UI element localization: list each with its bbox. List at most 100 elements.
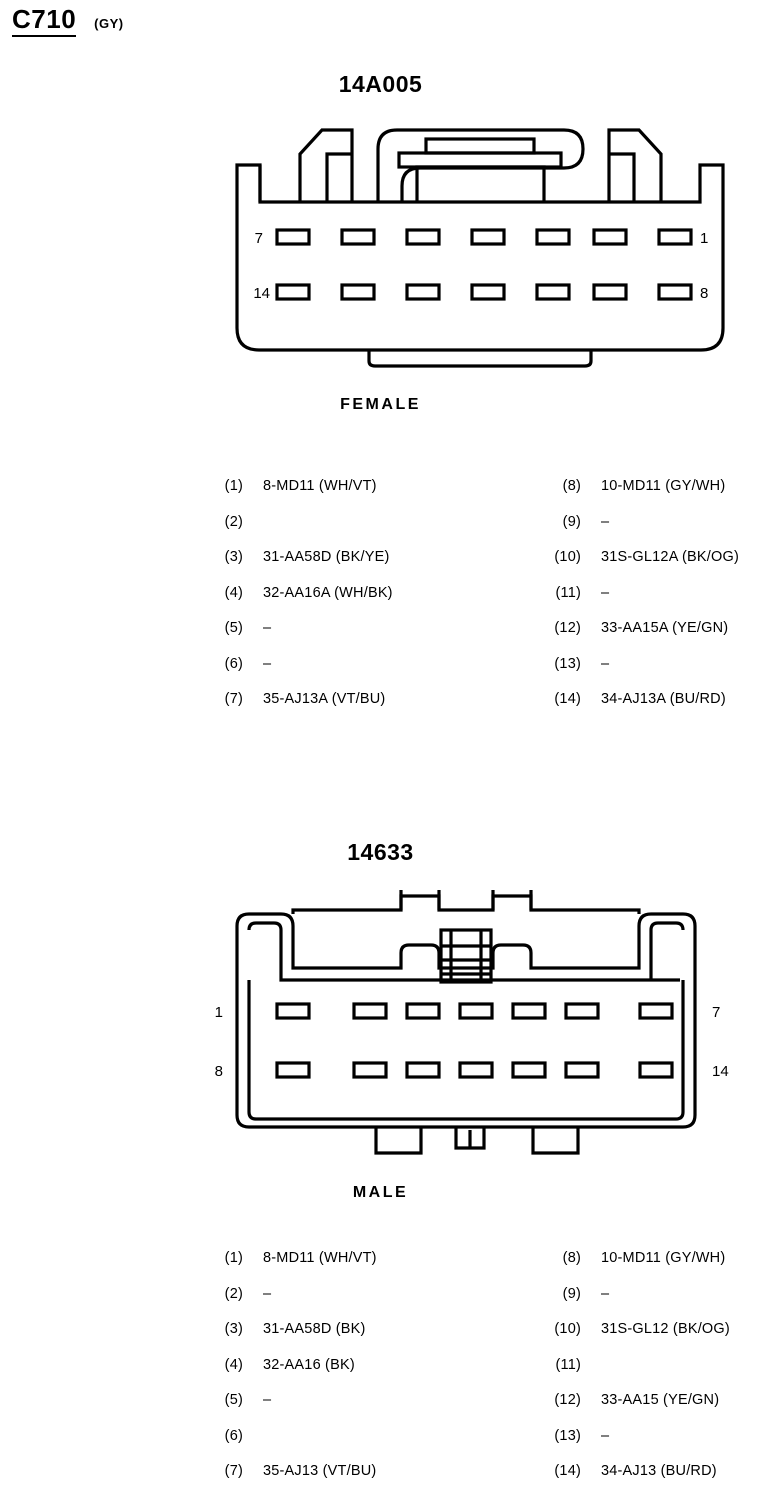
part-number-title-female: 14A005 [338, 71, 423, 97]
female-cavity-pin-9 [592, 283, 628, 301]
male-shell-inner-right [649, 921, 685, 980]
female-cavity-pin-14 [275, 283, 311, 301]
pin-circuit: – [601, 1285, 610, 1302]
male-cavity-pin-9 [352, 1061, 388, 1079]
pin-number: (7) [224, 1463, 243, 1479]
pin-row: (6) [197, 1428, 497, 1464]
pin-circuit: – [601, 655, 610, 672]
pin-row: (12) 33-AA15 (YE/GN) [535, 1392, 730, 1428]
pin-row: (2) – [197, 1286, 497, 1322]
pin-number: (4) [224, 1356, 243, 1373]
pin-circuit: 32-AA16A (WH/BK) [263, 584, 393, 601]
pin-number: (8) [562, 478, 581, 494]
female-row-label-top-left: 7 [255, 230, 263, 247]
male-cavity-pin-14 [638, 1061, 674, 1079]
male-bottom-tab-right [531, 1127, 580, 1155]
male-row-label-bottom-right: 14 [712, 1063, 729, 1080]
pin-column-left-male: (1) 8-MD11 (WH/VT) (2) – (3) 31-AA58D (B… [197, 1250, 497, 1499]
pin-row: (4) 32-AA16A (WH/BK) [197, 585, 497, 621]
female-latch-arch [376, 128, 585, 202]
pin-circuit: 34-AJ13A (BU/RD) [601, 691, 726, 707]
pin-number: (10) [554, 1321, 581, 1337]
male-cavity-pin-3 [405, 1002, 441, 1020]
female-left-keyway-inner [325, 152, 352, 202]
pin-row: (2) [197, 514, 497, 550]
female-cavity-pin-11 [470, 283, 506, 301]
pin-number: (1) [224, 478, 243, 494]
pin-circuit: – [601, 1427, 610, 1444]
pin-circuit: – [601, 584, 610, 601]
male-shell-outer [235, 912, 697, 1129]
female-shell-outline [235, 163, 725, 352]
pin-number: (4) [224, 584, 243, 601]
pin-list-male: (1) 8-MD11 (WH/VT) (2) – (3) 31-AA58D (B… [0, 1250, 761, 1499]
female-cavity-pin-10 [535, 283, 571, 301]
pin-number: (5) [224, 1392, 243, 1408]
male-cavity-pin-11 [458, 1061, 494, 1079]
pin-number: (7) [224, 691, 243, 707]
connector-diagram-male: 1 7 8 14 [0, 890, 761, 1165]
pin-number: (13) [554, 1427, 581, 1444]
pin-row: (6) – [197, 656, 497, 692]
female-latch-flange-lower [397, 151, 563, 169]
female-latch-post [415, 165, 546, 202]
pin-number: (10) [554, 549, 581, 565]
male-shell-inner-bottom [247, 980, 685, 1121]
pin-row: (4) 32-AA16 (BK) [197, 1357, 497, 1393]
pin-row: (3) 31-AA58D (BK/YE) [197, 549, 497, 585]
male-cavity-pin-7 [638, 1002, 674, 1020]
pin-row: (1) 8-MD11 (WH/VT) [197, 478, 497, 514]
pin-row: (8) 10-MD11 (GY/WH) [535, 1250, 730, 1286]
pin-number: (3) [224, 1321, 243, 1337]
part-number-title-male: 14633 [347, 839, 414, 865]
male-row-label-top-right: 7 [712, 1004, 720, 1021]
pin-number: (11) [555, 584, 581, 601]
pin-row: (13) – [535, 656, 739, 692]
connector-header: C710 (GY) [12, 6, 124, 37]
pin-circuit: 32-AA16 (BK) [263, 1356, 355, 1373]
pin-number: (9) [562, 1285, 581, 1302]
male-shell-inner [247, 921, 680, 982]
female-row-label-bottom-left: 14 [253, 285, 270, 302]
pin-column-left-female: (1) 8-MD11 (WH/VT) (2) (3) 31-AA58D (BK/… [197, 478, 497, 727]
pin-row: (10) 31S-GL12A (BK/OG) [535, 549, 739, 585]
pin-circuit: 31S-GL12A (BK/OG) [601, 549, 739, 565]
male-cavity-pin-6 [564, 1002, 600, 1020]
female-cavity-pin-13 [340, 283, 376, 301]
male-cavity-pin-4 [458, 1002, 494, 1020]
pin-column-right-female: (8) 10-MD11 (GY/WH) (9) – (10) 31S-GL12A… [535, 478, 739, 727]
male-upper-saddle [291, 894, 641, 914]
pin-number: (3) [224, 549, 243, 565]
gender-caption-female: FEMALE [340, 396, 421, 413]
pin-row: (11) – [535, 585, 739, 621]
pin-circuit: 35-AJ13 (VT/BU) [263, 1463, 377, 1479]
pin-row: (8) 10-MD11 (GY/WH) [535, 478, 739, 514]
pin-circuit: 31-AA58D (BK/YE) [263, 549, 390, 565]
pin-row: (3) 31-AA58D (BK) [197, 1321, 497, 1357]
pin-circuit: 8-MD11 (WH/VT) [263, 1250, 377, 1266]
pin-row: (12) 33-AA15A (YE/GN) [535, 620, 739, 656]
gender-caption-male: MALE [352, 1184, 409, 1201]
pin-number: (8) [562, 1250, 581, 1266]
male-cavity-pin-13 [564, 1061, 600, 1079]
pin-circuit: – [601, 513, 610, 530]
pin-number: (12) [554, 620, 581, 636]
female-cavity-pin-3 [535, 228, 571, 246]
male-row-label-bottom-left: 8 [215, 1063, 223, 1080]
pin-number: (12) [554, 1392, 581, 1408]
connector-color-code: (GY) [94, 16, 124, 31]
male-latch-post [439, 928, 493, 984]
female-latch-flange-upper [424, 137, 536, 155]
pin-circuit: 10-MD11 (GY/WH) [601, 478, 726, 494]
pin-number: (9) [562, 513, 581, 530]
pin-row: (1) 8-MD11 (WH/VT) [197, 1250, 497, 1286]
female-cavity-pin-2 [592, 228, 628, 246]
female-cavity-pin-12 [405, 283, 441, 301]
connector-diagram-female: 7 1 14 8 [0, 118, 761, 383]
female-bottom-tab [367, 350, 593, 368]
pin-circuit: 35-AJ13A (VT/BU) [263, 691, 386, 707]
female-cavity-pin-6 [340, 228, 376, 246]
pin-number: (14) [554, 691, 581, 707]
female-cavity-pin-7 [275, 228, 311, 246]
pin-number: (5) [224, 620, 243, 636]
